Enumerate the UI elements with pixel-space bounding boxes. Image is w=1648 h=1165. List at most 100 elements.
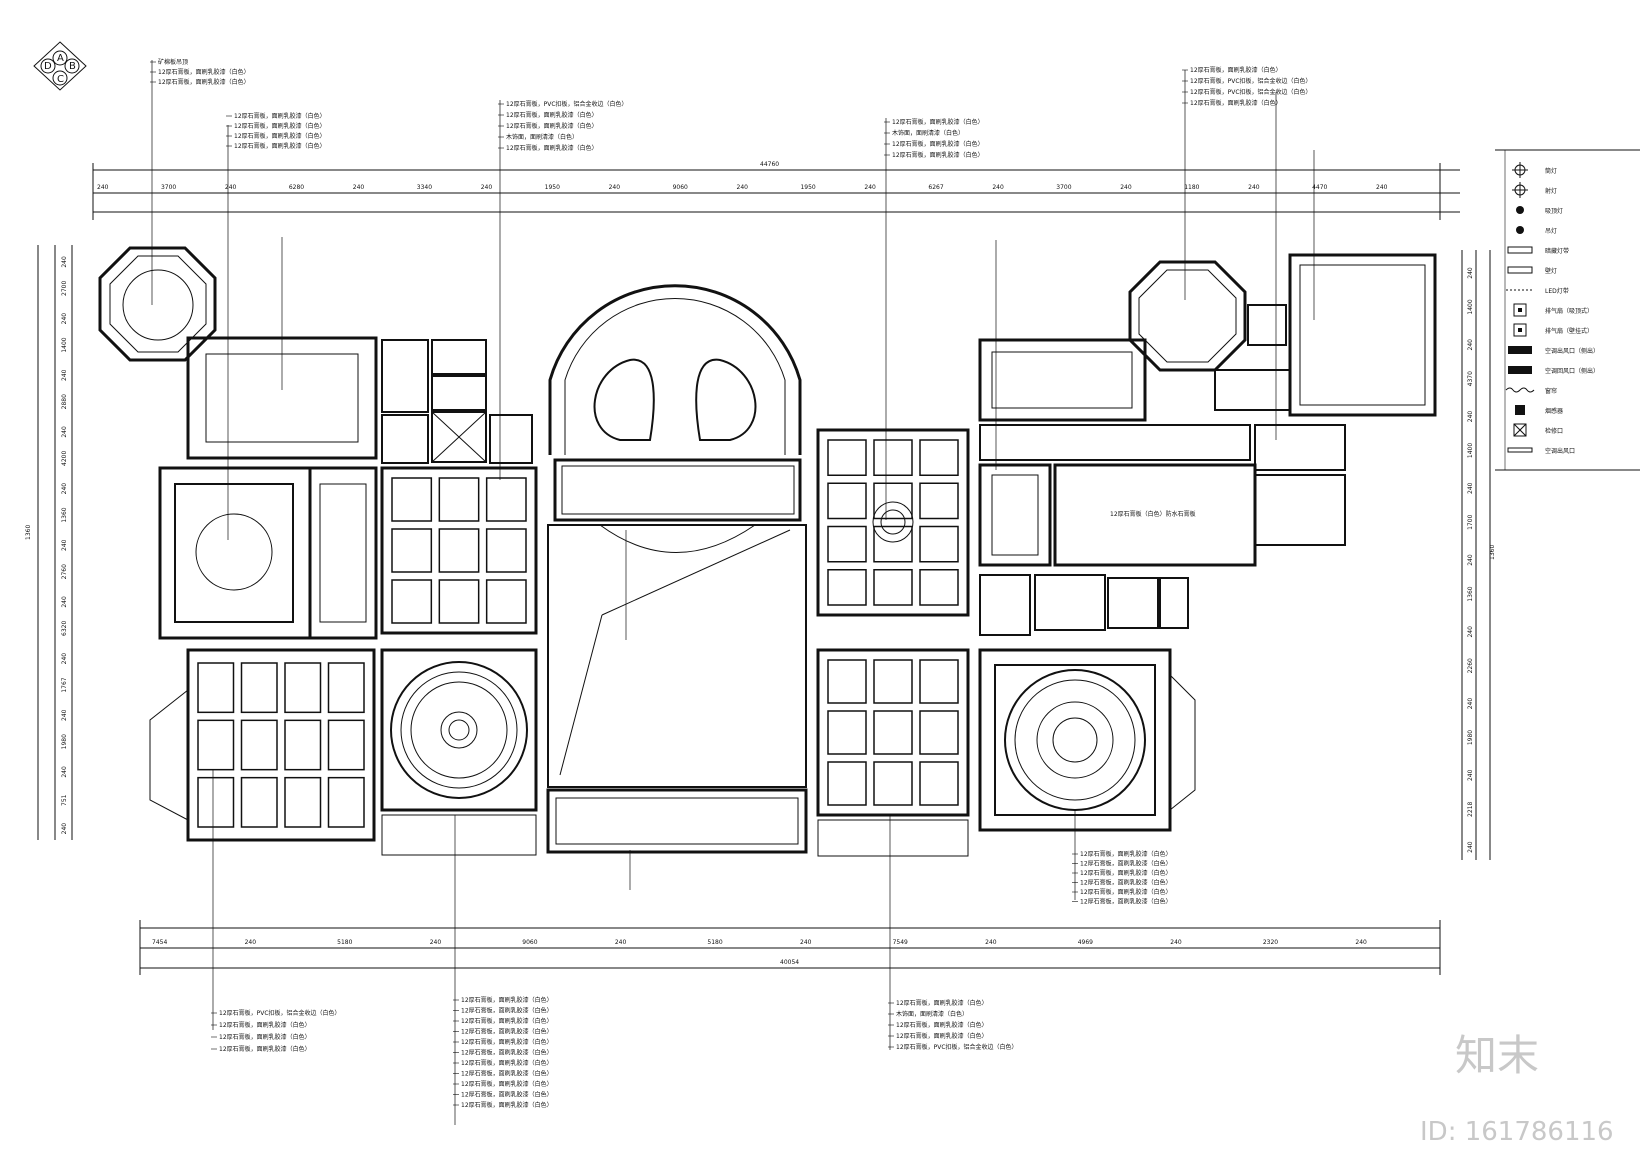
dimension-label: 2760 (61, 564, 68, 579)
ceiling-panel (873, 525, 913, 563)
callout-text: 12厚石膏板，面刷乳胶漆（白色） (461, 996, 553, 1004)
bottom-total-dimension: 40054 (780, 959, 799, 966)
callout-text: 12厚石膏板，面刷乳胶漆（白色） (506, 122, 598, 130)
dimension-label: 240 (61, 653, 68, 665)
callout-text: 12厚石膏板，面刷乳胶漆（白色） (234, 132, 326, 140)
dimension-label: 2320 (1263, 939, 1278, 946)
legend-label: 排气扇（壁挂式） (1545, 327, 1593, 335)
dimension-label: 240 (1467, 267, 1474, 279)
rooms-right-upper (978, 253, 1437, 471)
callout-text: 12厚石膏板，面刷乳胶漆（白色） (896, 1021, 988, 1029)
dimension-label: 240 (1467, 698, 1474, 710)
room-center-left-grid-cells (391, 477, 527, 624)
ceiling-panel (327, 776, 365, 828)
top-dimension-lines (92, 163, 1460, 220)
compass-north: A (57, 53, 64, 64)
downlight-icon (1512, 162, 1528, 178)
callout-text: 12厚石膏板，面刷乳胶漆（白色） (892, 151, 984, 159)
callout-text: 木饰面，面刷清漆（白色） (892, 129, 964, 137)
ceiling-panel (284, 719, 322, 771)
ceiling-panel (827, 710, 867, 755)
callout-text: 12厚石膏板，面刷乳胶漆（白色） (461, 1049, 553, 1057)
dimension-label: 2880 (61, 394, 68, 409)
left-total-dimension: 1360 (25, 525, 32, 540)
callout-text: 12厚石膏板，面刷乳胶漆（白色） (1080, 888, 1172, 896)
leader-lines (151, 60, 1315, 1125)
ceiling-panel (827, 659, 867, 704)
ceiling-panel (827, 439, 867, 476)
hall-center (546, 524, 808, 854)
callout-text: 12厚石膏板，PVC扣板，铝合金收边（白色） (506, 100, 628, 108)
exhaust-fan-wall-icon (1513, 323, 1527, 337)
ceiling-panel (873, 659, 913, 704)
callout-text: 12厚石膏板，面刷乳胶漆（白色） (461, 1101, 553, 1109)
callout-text: 木饰面，面刷清漆（白色） (896, 1010, 968, 1018)
room-center-right-grid-lower-cells (827, 659, 959, 806)
dimension-label: 6280 (289, 184, 304, 191)
dimension-label: 3700 (1056, 184, 1071, 191)
dimension-label: 5180 (707, 939, 722, 946)
dimension-label: 6320 (61, 621, 68, 636)
smoke-detector-icon (1515, 405, 1525, 415)
exhaust-fan-icon (1513, 303, 1527, 317)
callout-text: 12厚石膏板，面刷乳胶漆（白色） (1080, 850, 1172, 858)
ac-outlet-icon (1508, 346, 1532, 354)
ceiling-panel (919, 439, 959, 476)
legend-label: 窗帘 (1545, 387, 1557, 395)
callout-text: 12厚石膏板，面刷乳胶漆（白色） (461, 1080, 553, 1088)
legend-label: 壁灯 (1545, 267, 1557, 275)
callout-text: 12厚石膏板，面刷乳胶漆（白色） (461, 1038, 553, 1046)
legend-label: 吊灯 (1545, 227, 1557, 235)
dimension-label: 1700 (1467, 514, 1474, 529)
ceiling-panel (327, 719, 365, 771)
ceiling-panel (873, 439, 913, 476)
callout-text: 12厚石膏板，面刷乳胶漆（白色） (158, 68, 250, 76)
room-center-right-grid-lower (816, 648, 970, 857)
access-panel-icon (1513, 423, 1527, 437)
dimension-label: 240 (61, 369, 68, 381)
ceiling-panel (873, 710, 913, 755)
room-left-grid (149, 648, 376, 842)
dimension-label: 7549 (893, 939, 908, 946)
dimension-label: 240 (1376, 184, 1388, 191)
dimension-label: 240 (737, 184, 749, 191)
dimension-label: 240 (1120, 184, 1132, 191)
watermark-brand: 知末 (1455, 1031, 1539, 1080)
dimension-label: 9060 (673, 184, 688, 191)
dimension-label: 240 (353, 184, 365, 191)
dimension-label: 1950 (545, 184, 560, 191)
ceiling-panel (919, 569, 959, 606)
dimension-label: 240 (245, 939, 257, 946)
watermark-id: ID: 161786116 (1420, 1117, 1614, 1147)
room-left-grid-cells (197, 662, 365, 828)
legend-label: 空调出风口 (1545, 447, 1575, 455)
legend-label: LED灯带 (1545, 287, 1569, 295)
dimension-label: 240 (61, 313, 68, 325)
dimension-label: 240 (609, 184, 621, 191)
compass-east: B (69, 61, 76, 72)
ceiling-panel (391, 579, 433, 624)
ceiling-panel (919, 761, 959, 806)
dimension-label: 240 (61, 426, 68, 438)
callout-text: 12厚石膏板，面刷乳胶漆（白色） (461, 1091, 553, 1099)
left-dimension-lines (37, 245, 73, 840)
ceiling-panel (391, 477, 433, 522)
legend-label: 空调回风口（侧出） (1545, 367, 1599, 375)
callout-text: 12厚石膏板，面刷乳胶漆（白色） (892, 118, 984, 126)
dimension-label: 240 (61, 256, 68, 268)
ceiling-panel (284, 776, 322, 828)
ceiling-panel (197, 776, 235, 828)
ceiling-panel (873, 482, 913, 520)
callout-text: 12厚石膏板，面刷乳胶漆（白色） (461, 1007, 553, 1015)
dimension-label: 240 (615, 939, 627, 946)
dimension-label: 2218 (1467, 801, 1474, 816)
ceiling-panel (391, 528, 433, 573)
right-dimension-lines (1461, 250, 1491, 860)
ceiling-panel (485, 528, 527, 573)
ceiling-panel (827, 525, 867, 563)
compass-west: D (44, 61, 52, 72)
dimension-label: 1180 (1184, 184, 1199, 191)
callout-text: 12厚石膏板，面刷乳胶漆（白色） (896, 1032, 988, 1040)
callout-text: 12厚石膏板，面刷乳胶漆（白色） (1080, 898, 1172, 906)
